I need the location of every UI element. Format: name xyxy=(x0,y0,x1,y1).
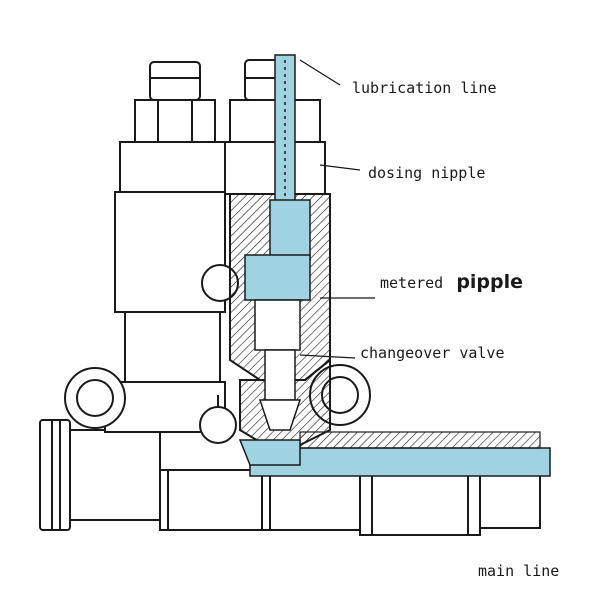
left-injector-column xyxy=(104,61,231,433)
label-main-line: main line xyxy=(478,562,559,580)
leader-lubrication-line xyxy=(299,59,341,86)
leader-changeover-valve xyxy=(299,354,356,359)
label-metered-prefix: metered xyxy=(380,274,443,292)
leader-dosing-nipple xyxy=(319,164,361,171)
label-dosing-nipple: dosing nipple xyxy=(368,164,485,182)
leader-lines xyxy=(299,59,375,359)
label-metered-word: pipple xyxy=(456,271,523,293)
label-metered-pipple: metered pipple xyxy=(380,271,523,293)
main-line-threads xyxy=(299,431,541,449)
label-changeover-valve: changeover valve xyxy=(360,344,505,362)
dosing-fluid-path xyxy=(238,54,311,466)
label-lubrication-line: lubrication line xyxy=(352,79,497,97)
